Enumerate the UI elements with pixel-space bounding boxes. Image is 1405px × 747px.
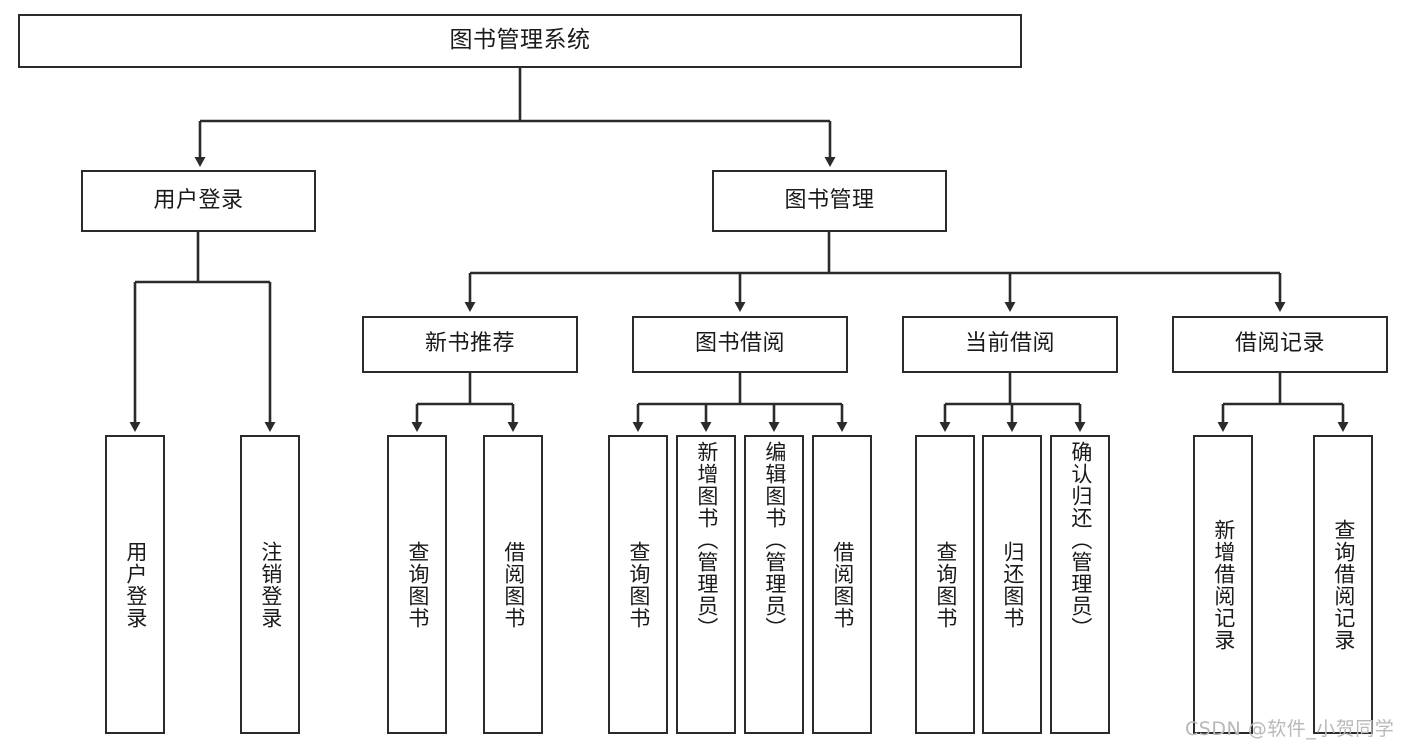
leaf-current-borrow-query-book[interactable]: 查询图书 bbox=[915, 435, 975, 734]
node-label: 图书管理 bbox=[784, 187, 875, 213]
leaf-label: 新增借阅记录 bbox=[1211, 518, 1236, 651]
leaf-user-login-login[interactable]: 用户登录 bbox=[105, 435, 165, 734]
leaf-label: 借阅图书 bbox=[830, 540, 855, 629]
leaf-label: 编辑图书（管理员） bbox=[762, 441, 787, 639]
leaf-label: 确认归还（管理员） bbox=[1068, 441, 1093, 639]
watermark-text: CSDN @软件_小贺同学 bbox=[1185, 718, 1395, 740]
leaf-book-borrow-query-book[interactable]: 查询图书 bbox=[608, 435, 668, 734]
leaf-label: 查询图书 bbox=[626, 540, 651, 629]
leaf-borrow-record-add-record[interactable]: 新增借阅记录 bbox=[1193, 435, 1253, 734]
leaf-book-borrow-add-book-admin[interactable]: 新增图书（管理员） bbox=[676, 435, 736, 734]
node-label: 图书借阅 bbox=[694, 331, 785, 357]
node-label: 新书推荐 bbox=[424, 331, 515, 357]
node-label: 图书管理系统 bbox=[449, 27, 591, 54]
leaf-current-borrow-confirm-return-admin[interactable]: 确认归还（管理员） bbox=[1050, 435, 1110, 734]
node-label: 用户登录 bbox=[153, 187, 244, 213]
node-current-borrow[interactable]: 当前借阅 bbox=[902, 316, 1118, 373]
leaf-book-borrow-edit-book-admin[interactable]: 编辑图书（管理员） bbox=[744, 435, 804, 734]
leaf-user-login-logout[interactable]: 注销登录 bbox=[240, 435, 300, 734]
leaf-label: 查询图书 bbox=[933, 540, 958, 629]
node-user-login[interactable]: 用户登录 bbox=[81, 170, 316, 232]
leaf-label: 注销登录 bbox=[258, 540, 283, 629]
leaf-label: 借阅图书 bbox=[501, 540, 526, 629]
node-new-book-recommend[interactable]: 新书推荐 bbox=[362, 316, 578, 373]
leaf-label: 归还图书 bbox=[1000, 540, 1025, 629]
node-borrow-record[interactable]: 借阅记录 bbox=[1172, 316, 1388, 373]
leaf-label: 用户登录 bbox=[123, 540, 148, 629]
leaf-label: 查询图书 bbox=[405, 540, 430, 629]
leaf-new-book-borrow-book[interactable]: 借阅图书 bbox=[483, 435, 543, 734]
node-book-management[interactable]: 图书管理 bbox=[712, 170, 947, 232]
leaf-label: 查询借阅记录 bbox=[1331, 518, 1356, 651]
node-book-borrow[interactable]: 图书借阅 bbox=[632, 316, 848, 373]
leaf-new-book-query-book[interactable]: 查询图书 bbox=[387, 435, 447, 734]
leaf-book-borrow-borrow-book[interactable]: 借阅图书 bbox=[812, 435, 872, 734]
leaf-current-borrow-return-book[interactable]: 归还图书 bbox=[982, 435, 1042, 734]
leaf-label: 新增图书（管理员） bbox=[694, 441, 719, 639]
node-label: 当前借阅 bbox=[964, 331, 1055, 357]
node-root-book-management-system[interactable]: 图书管理系统 bbox=[18, 14, 1022, 68]
leaf-borrow-record-query-record[interactable]: 查询借阅记录 bbox=[1313, 435, 1373, 734]
node-label: 借阅记录 bbox=[1234, 331, 1325, 357]
